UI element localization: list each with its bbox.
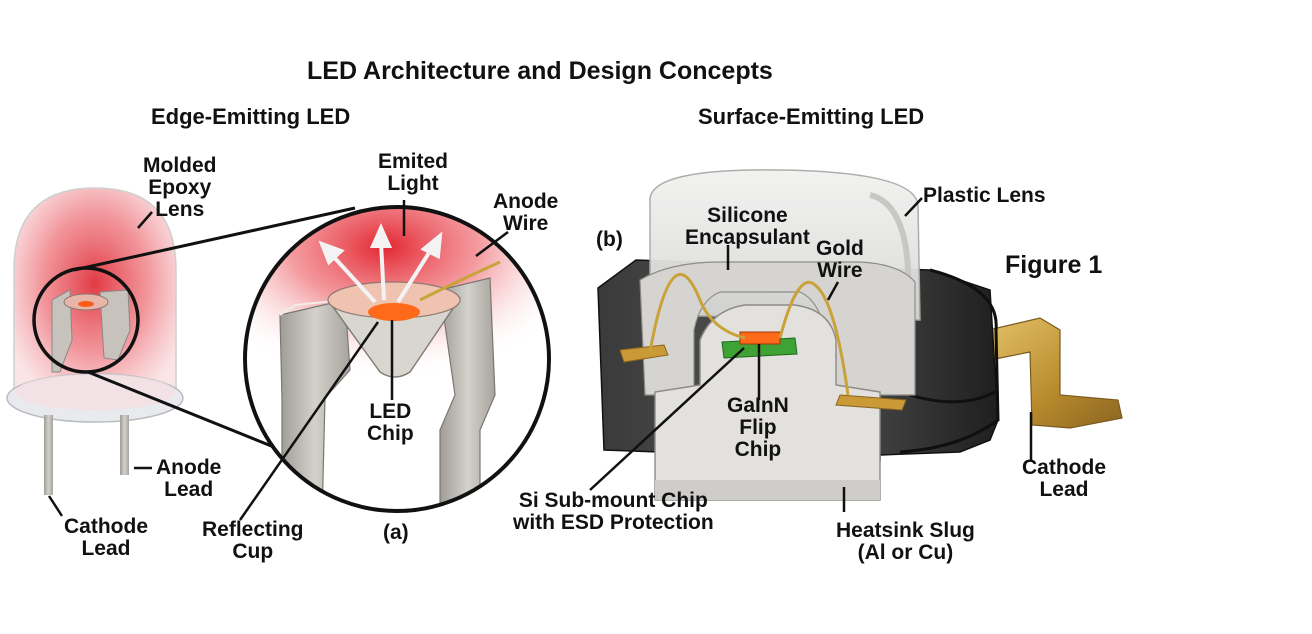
bulb-leads [44,415,129,495]
gold-wires [648,273,850,396]
surface-panel-heading: Surface-Emitting LED [698,104,925,129]
gold-pads [619,344,907,411]
label-anode-wire: Anode Wire [493,190,559,235]
label-led-chip: LED Chip [367,400,414,445]
edge-panel-heading: Edge-Emitting LED [151,104,351,129]
label-gainn-flip-chip: GaInN Flip Chip [727,394,789,461]
label-si-submount: Si Sub-mount Chip with ESD Protection [513,489,714,534]
surface-leader-lines [589,197,1033,512]
label-reflecting-cup: Reflecting Cup [202,518,304,563]
figure-label: Figure 1 [1005,251,1103,279]
label-heatsink-slug: Heatsink Slug (Al or Cu) [836,519,975,564]
emitted-light-arrows [318,223,443,304]
label-silicone-encapsulant: Silicone Encapsulant [685,204,810,249]
diagram-title: LED Architecture and Design Concepts [307,57,773,85]
edge-leader-lines [47,200,509,521]
label-gold-wire: Gold Wire [816,237,864,282]
panel-letter-a: (a) [383,521,409,544]
cathode-lead-metal [979,317,1123,429]
label-cathode-lead-surface: Cathode Lead [1022,456,1106,501]
label-emitted-light: Emited Light [378,150,449,195]
label-plastic-lens: Plastic Lens [923,184,1046,207]
label-cathode-lead-edge: Cathode Lead [64,515,148,560]
heatsink-slug [654,304,881,501]
bulb-chip-assembly [51,289,131,373]
label-molded-epoxy-lens: Molded Epoxy Lens [143,154,217,221]
label-anode-lead: Anode Lead [156,456,222,501]
panel-letter-b: (b) [596,228,623,251]
